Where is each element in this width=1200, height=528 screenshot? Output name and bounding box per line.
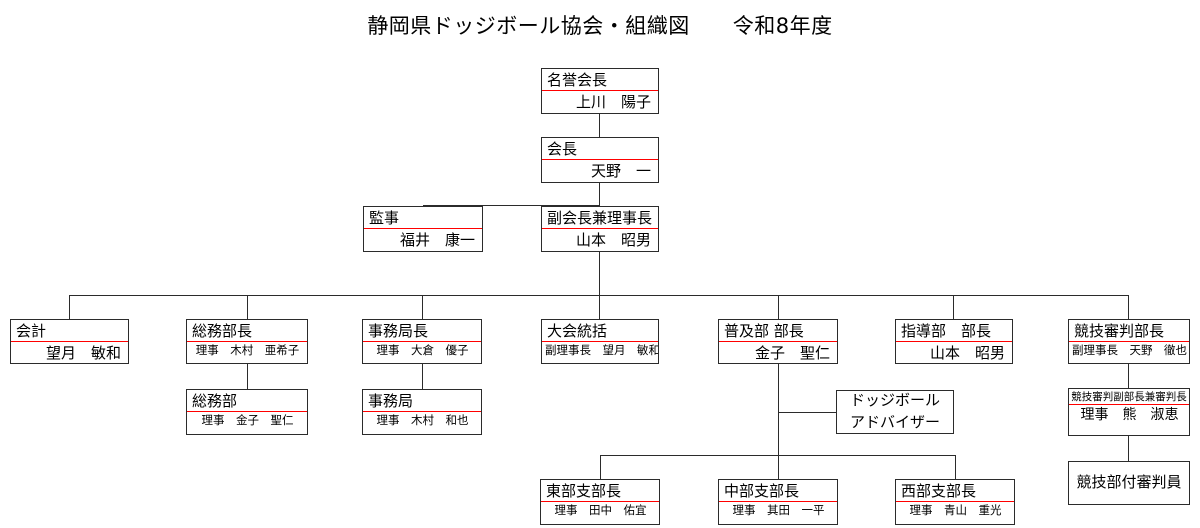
node-divider — [1069, 341, 1189, 343]
node-chair[interactable]: 会長 天野 一 — [541, 137, 659, 183]
node-vice-chair[interactable]: 副会長兼理事長 山本 昭男 — [541, 206, 659, 252]
node-divider — [363, 411, 481, 413]
node-title: 普及部 部長 — [724, 322, 804, 340]
connector-generalaffairs-sub — [247, 364, 248, 389]
node-divider — [719, 501, 837, 503]
node-person: 福井 康一 — [399, 231, 475, 250]
node-person: 望月 敏和 — [45, 344, 121, 363]
node-divider — [364, 228, 482, 230]
node-divider — [896, 341, 1012, 343]
node-secretariat[interactable]: 事務局 理事 木村 和也 — [362, 389, 482, 435]
connector-drop-general-affairs — [247, 295, 248, 319]
node-person: 山本 昭男 — [929, 344, 1005, 363]
node-title: 競技審判副部長兼審判長 — [1071, 391, 1187, 403]
node-divider — [542, 228, 658, 230]
node-person: 副理事長 天野 徹也 — [1072, 343, 1187, 358]
node-divider — [187, 411, 307, 413]
connector-promotion-stem — [778, 364, 779, 456]
node-title: 監事 — [369, 209, 400, 227]
node-tournament-control[interactable]: 大会統括 副理事長 望月 敏和 — [541, 319, 659, 364]
node-person: 金子 聖仁 — [754, 344, 830, 363]
connector-drop-secretariat — [422, 295, 423, 319]
node-divider — [1069, 404, 1189, 406]
connector-honorary-to-chair — [599, 114, 600, 140]
connector-advisor-link — [778, 412, 836, 413]
node-title: 会長 — [547, 140, 578, 158]
node-title: 名誉会長 — [547, 71, 608, 89]
node-person: 副理事長 望月 敏和 — [545, 343, 658, 358]
connector-drop-central — [778, 455, 779, 479]
connector-vicechair-to-bus — [599, 252, 600, 296]
connector-drop-west — [955, 455, 956, 479]
node-title: 指導部 部長 — [901, 322, 992, 340]
connector-branch-bus — [600, 455, 955, 456]
connector-drop-referee — [1128, 295, 1129, 319]
node-title: 東部支部長 — [546, 482, 622, 500]
node-coaching-head[interactable]: 指導部 部長 山本 昭男 — [895, 319, 1013, 364]
node-text: ドッジボール アドバイザー — [849, 391, 940, 431]
node-title: 競技審判部長 — [1074, 322, 1165, 340]
node-divider — [363, 341, 481, 343]
connector-auditor-horizontal — [423, 205, 600, 206]
node-person: 理事 大倉 優子 — [376, 343, 469, 358]
node-west-branch[interactable]: 西部支部長 理事 青山 重光 — [895, 479, 1015, 525]
node-divider — [896, 501, 1014, 503]
connector-drop-promotion — [778, 295, 779, 319]
node-general-affairs[interactable]: 総務部 理事 金子 聖仁 — [186, 389, 308, 435]
node-person: 上川 陽子 — [575, 93, 651, 112]
node-title: 中部支部長 — [724, 482, 800, 500]
node-person: 理事 木村 亜希子 — [195, 343, 300, 358]
node-referee-staff[interactable]: 競技部付審判員 — [1068, 461, 1190, 505]
node-title: 西部支部長 — [901, 482, 977, 500]
connector-drop-accounting — [69, 295, 70, 319]
node-person: 理事 青山 重光 — [909, 503, 1002, 518]
node-referee-head[interactable]: 競技審判部長 副理事長 天野 徹也 — [1068, 319, 1190, 364]
node-divider — [542, 90, 658, 92]
node-auditor[interactable]: 監事 福井 康一 — [363, 206, 483, 252]
node-text: 競技部付審判員 — [1076, 473, 1182, 492]
node-referee-deputy[interactable]: 競技審判副部長兼審判長 理事 熊 淑恵 — [1068, 388, 1190, 436]
node-divider — [542, 159, 658, 161]
connector-drop-east — [600, 455, 601, 479]
page-title: 静岡県ドッジボール協会・組織図 令和8年度 — [367, 14, 833, 38]
node-person: 理事 其田 一平 — [732, 503, 825, 518]
node-divider — [187, 341, 307, 343]
node-promotion-head[interactable]: 普及部 部長 金子 聖仁 — [718, 319, 838, 364]
node-person: 理事 木村 和也 — [376, 413, 469, 428]
node-east-branch[interactable]: 東部支部長 理事 田中 佑宜 — [540, 479, 660, 525]
node-central-branch[interactable]: 中部支部長 理事 其田 一平 — [718, 479, 838, 525]
node-divider — [541, 501, 659, 503]
connector-referee-staff — [1128, 436, 1129, 461]
node-honorary-chair[interactable]: 名誉会長 上川 陽子 — [541, 68, 659, 114]
node-secretariat-head[interactable]: 事務局長 理事 大倉 優子 — [362, 319, 482, 364]
connector-drop-coaching — [953, 295, 954, 319]
node-title: 総務部 — [192, 392, 238, 410]
node-person: 理事 田中 佑宜 — [554, 503, 647, 518]
node-divider — [719, 341, 837, 343]
connector-chair-to-vicechair — [599, 183, 600, 205]
node-accounting[interactable]: 会計 望月 敏和 — [10, 319, 129, 364]
node-title: 事務局 — [368, 392, 414, 410]
connector-secretariat-sub — [422, 364, 423, 389]
node-divider — [542, 341, 658, 343]
node-title: 総務部長 — [192, 322, 253, 340]
node-title: 会計 — [16, 322, 47, 340]
connector-drop-tournament — [599, 295, 600, 319]
connector-referee-deputy — [1128, 364, 1129, 388]
node-person: 理事 金子 聖仁 — [201, 413, 294, 428]
node-title: 副会長兼理事長 — [547, 209, 653, 227]
node-title: 大会統括 — [547, 322, 608, 340]
node-person: 天野 一 — [590, 162, 651, 181]
node-title: 事務局長 — [368, 322, 429, 340]
node-divider — [11, 341, 128, 343]
node-person: 理事 熊 淑恵 — [1080, 407, 1179, 424]
node-general-affairs-head[interactable]: 総務部長 理事 木村 亜希子 — [186, 319, 308, 364]
node-person: 山本 昭男 — [575, 231, 651, 250]
node-dodgeball-advisor[interactable]: ドッジボール アドバイザー — [836, 390, 954, 434]
